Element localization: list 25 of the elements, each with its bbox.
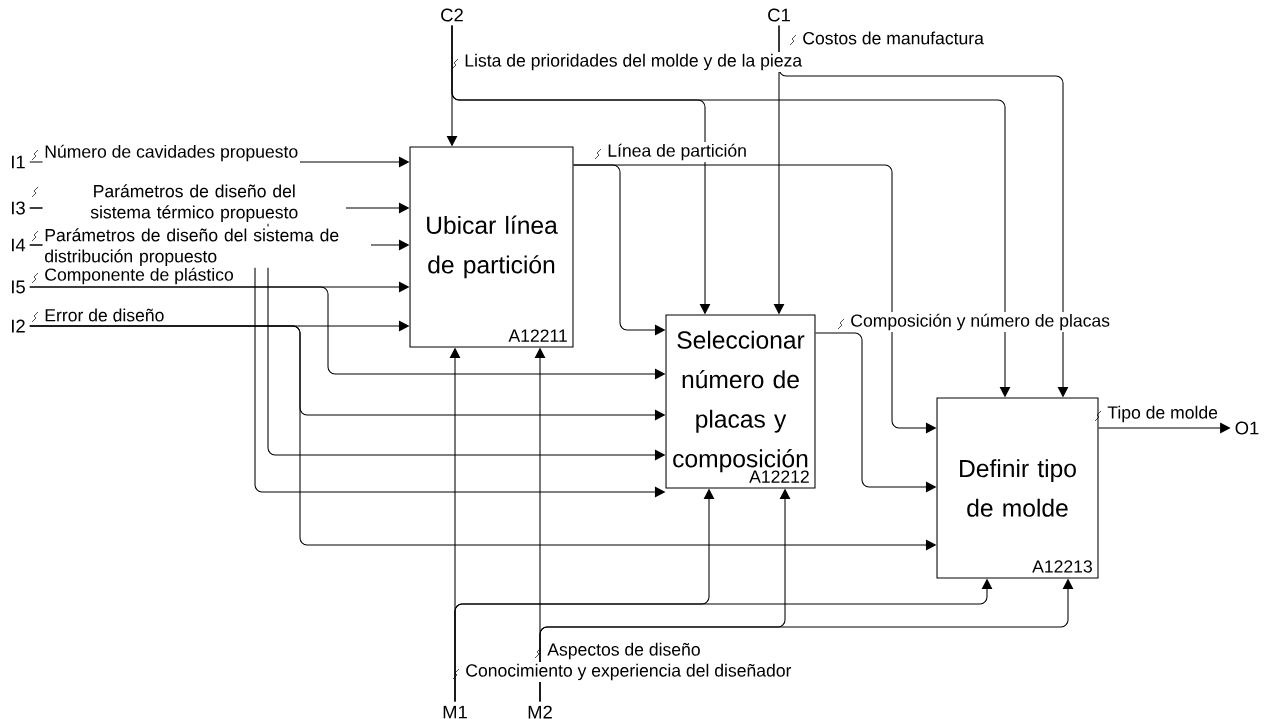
edge-label: Componente de plástico bbox=[42, 265, 236, 287]
edge-label: Composición y número de placas bbox=[848, 311, 1112, 333]
boundary-label: M2 bbox=[528, 705, 552, 719]
activity-box: Ubicar línea de partición A12211 bbox=[409, 146, 574, 348]
edge-label: Número de cavidades propuesto bbox=[42, 142, 300, 164]
boundary-label: I1 bbox=[12, 155, 25, 169]
edge-label: Tipo de molde bbox=[1105, 404, 1220, 424]
edge-label: Costos de manufactura bbox=[800, 29, 986, 47]
boundary-label: I5 bbox=[12, 280, 25, 294]
boundary-label: M1 bbox=[443, 705, 467, 719]
activity-box: Definir tipo de molde A12213 bbox=[936, 397, 1099, 579]
boundary-label: C2 bbox=[441, 8, 463, 22]
edge-label: Error de diseño bbox=[42, 306, 167, 324]
edge-label: Parámetros de diseño del sistema de distribución propuesto bbox=[42, 226, 371, 268]
boundary-label: C1 bbox=[768, 8, 790, 22]
boundary-label: I4 bbox=[12, 238, 26, 252]
activity-box: Seleccionar número de placas y composición A12212 bbox=[665, 314, 816, 489]
edge-label: Línea de partición bbox=[605, 141, 749, 163]
boundary-label: I2 bbox=[12, 319, 25, 333]
edge-label: Aspectos de diseño bbox=[545, 641, 703, 661]
edge-label: Lista de prioridades del molde y de la pieza bbox=[462, 52, 804, 72]
edge-label: Parámetros de diseño del sistema térmico propuesto bbox=[42, 182, 346, 224]
edge-label: Conocimiento y experiencia del diseñador bbox=[463, 662, 794, 682]
boundary-label: O1 bbox=[1235, 421, 1259, 435]
boundary-label: I3 bbox=[12, 201, 25, 215]
